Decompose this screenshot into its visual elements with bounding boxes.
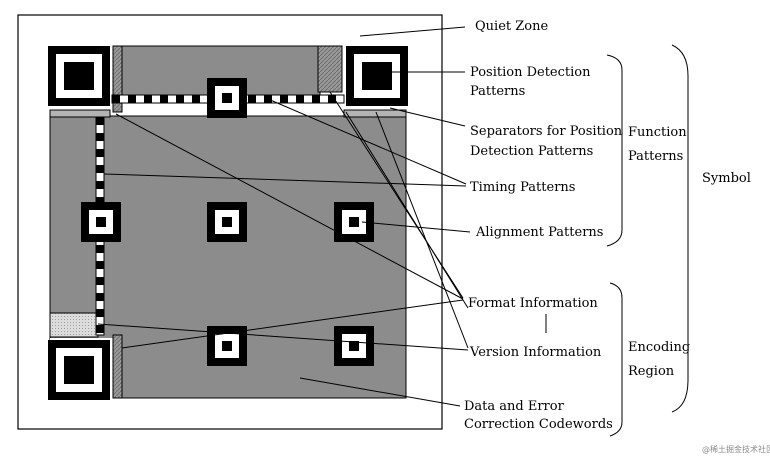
format-info-top-right (317, 45, 343, 93)
alignment-pattern (81, 202, 121, 242)
label-function-line2: Patterns (628, 149, 683, 164)
encoding-region-brace (609, 282, 623, 437)
label-symbol: Symbol (702, 171, 751, 186)
separator-top-right-horizontal (343, 109, 407, 118)
format-info-bottom-left (112, 334, 123, 399)
label-function-line1: Function (628, 125, 687, 140)
label-format-information: Format Information (468, 296, 598, 311)
position-detection-top-right (346, 46, 408, 106)
position-detection-bottom-left (48, 340, 110, 400)
label-alignment-patterns: Alignment Patterns (475, 225, 603, 240)
symbol-brace (671, 44, 689, 413)
alignment-pattern (334, 326, 374, 366)
label-quiet-zone: Quiet Zone (475, 19, 548, 34)
alignment-pattern (334, 202, 374, 242)
position-detection-top-left (48, 46, 110, 106)
version-info-bottom-left (49, 312, 99, 338)
watermark: @稀土掘金技术社区 (702, 444, 770, 454)
label-encoding-line2: Region (628, 364, 675, 379)
format-info-top-left (112, 45, 123, 113)
label-position-detection-line1: Position Detection (470, 65, 591, 80)
separator-top-left-horizontal (49, 109, 111, 118)
label-separators-line2: Detection Patterns (470, 144, 593, 159)
alignment-pattern (207, 78, 247, 118)
label-encoding-line1: Encoding (628, 340, 690, 355)
label-separators-line1: Separators for Position (470, 124, 623, 139)
leader-lines (97, 26, 547, 407)
label-timing-patterns: Timing Patterns (470, 180, 575, 195)
label-data-codewords-line2: Correction Codewords (464, 417, 613, 432)
label-data-codewords-line1: Data and Error (464, 399, 565, 414)
function-patterns-brace (606, 54, 623, 247)
alignment-pattern (207, 202, 247, 242)
label-version-information: Version Information (469, 345, 602, 360)
label-position-detection-line2: Patterns (470, 84, 525, 99)
